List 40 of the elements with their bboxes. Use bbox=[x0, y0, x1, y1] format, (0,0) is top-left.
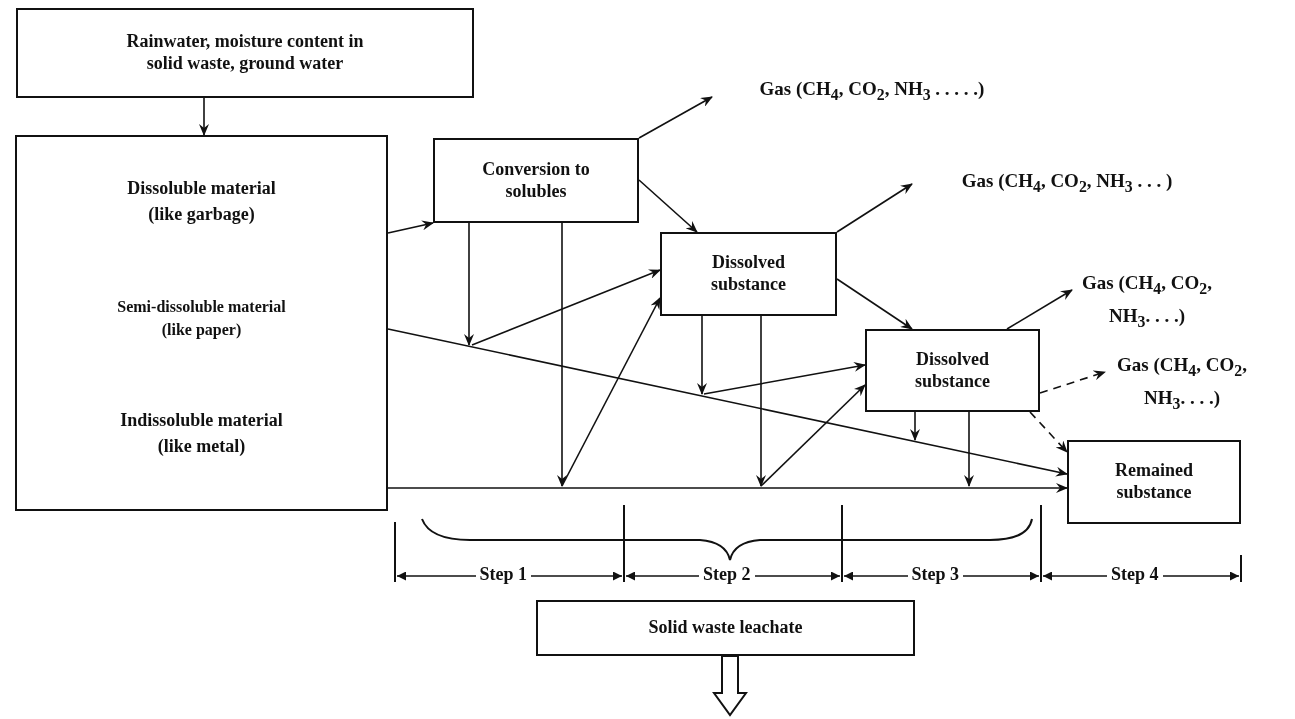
process-box: Conversion to solubles bbox=[433, 138, 639, 223]
material-text: Semi-dissoluble material (like paper) bbox=[116, 297, 287, 341]
arrow bbox=[964, 411, 974, 487]
arrow bbox=[387, 220, 434, 234]
gas-output-text: Gas (CH$_{4}$, CO$_{2}$, NH$_{3}$. . . .) bbox=[1103, 350, 1261, 412]
arrow bbox=[756, 315, 766, 487]
arrow bbox=[836, 183, 913, 233]
arrow bbox=[387, 328, 1068, 477]
material-text: Dissoluble material (like garbage) bbox=[126, 177, 277, 227]
block-arrow bbox=[712, 655, 748, 717]
arrow bbox=[1006, 289, 1073, 330]
process-box: Dissolved substance bbox=[660, 232, 837, 316]
step-label: Step 3 bbox=[907, 564, 963, 585]
material-text: Indissoluble material (like metal) bbox=[119, 409, 284, 459]
arrow bbox=[387, 483, 1068, 493]
arrow bbox=[557, 222, 567, 487]
arrow bbox=[199, 97, 209, 136]
arrow bbox=[836, 278, 913, 330]
arrow bbox=[760, 384, 866, 487]
arrow bbox=[1029, 411, 1068, 453]
process-box: Dissolved substance bbox=[865, 329, 1040, 412]
gas-output-text: Gas (CH$_{4}$, CO$_{2}$, NH$_{3}$. . . .) bbox=[1068, 268, 1226, 330]
arrow bbox=[638, 179, 698, 233]
process-box: Solid waste leachate bbox=[536, 600, 915, 656]
arrow bbox=[1039, 370, 1106, 394]
arrow bbox=[561, 297, 661, 487]
process-box: Rainwater, moisture content in solid waste, ground water bbox=[16, 8, 474, 98]
gas-output-text: Gas (CH$_{4}$, CO$_{2}$, NH$_{3}$ . . . ) bbox=[912, 166, 1222, 198]
step-label: Step 2 bbox=[699, 564, 755, 585]
step-label: Step 1 bbox=[475, 564, 531, 585]
process-box: Remained substance bbox=[1067, 440, 1241, 524]
step-label: Step 4 bbox=[1107, 564, 1163, 585]
arrow bbox=[638, 96, 713, 139]
arrow bbox=[697, 315, 707, 395]
arrow bbox=[464, 222, 474, 346]
gas-output-text: Gas (CH$_{4}$, CO$_{2}$, NH$_{3}$ . . . . .) bbox=[712, 74, 1032, 106]
arrow bbox=[703, 362, 866, 395]
material-box bbox=[15, 135, 388, 511]
arrow bbox=[471, 269, 661, 346]
arrow bbox=[910, 411, 920, 441]
